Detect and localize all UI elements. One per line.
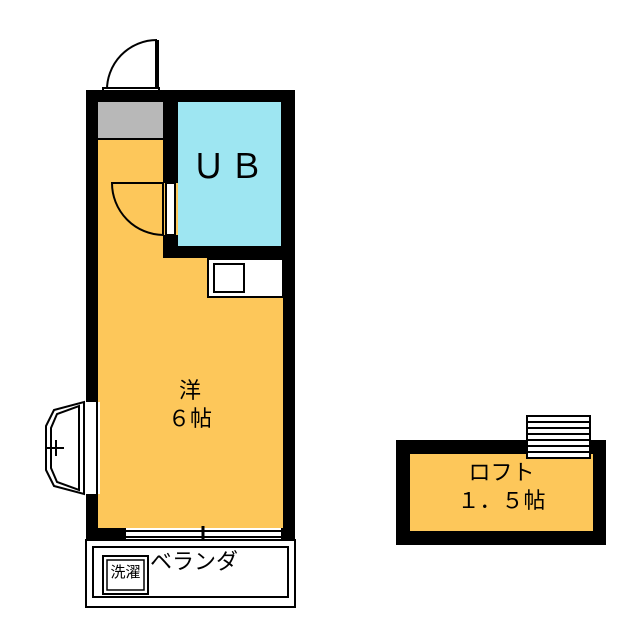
laundry-space	[102, 555, 149, 595]
entrance-door	[102, 39, 160, 99]
shoe-closet	[98, 102, 163, 139]
loft-ladder	[526, 415, 591, 459]
balcony-sliding-window	[126, 526, 281, 542]
bath-label: ＵＢ	[191, 147, 268, 187]
loft-name: ロフト	[468, 461, 535, 486]
kitchen-sink	[213, 263, 245, 293]
bay-window	[45, 400, 100, 496]
main-room-size: ６帖	[167, 407, 212, 432]
loft-size: １．５帖	[457, 489, 546, 514]
balcony-label: ベランダ	[150, 550, 239, 575]
main-room-type: 洋	[178, 379, 201, 404]
bath-door	[165, 182, 176, 236]
laundry-label: 洗濯	[110, 563, 141, 581]
loft-floor	[410, 454, 593, 531]
unit-bath	[178, 102, 281, 246]
